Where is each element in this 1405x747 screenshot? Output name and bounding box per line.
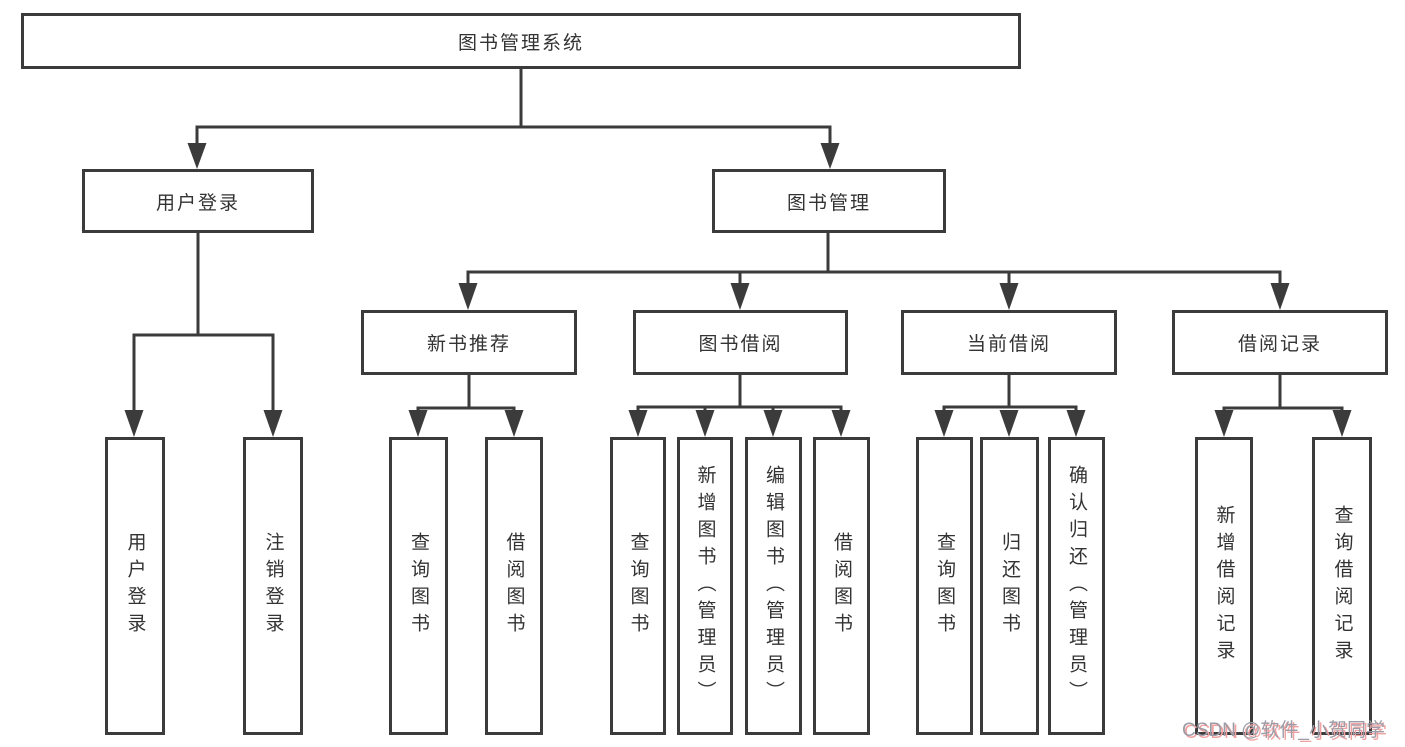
leaf-query-books-borrow: 查询图书: [610, 437, 666, 735]
leaf-edit-books-admin: 编辑图书（管理员）: [745, 437, 802, 735]
node-label: 图书管理: [786, 192, 871, 214]
leaf-return-books: 归还图书: [980, 437, 1039, 735]
node-label: 当前借阅: [966, 334, 1051, 355]
leaf-query-books-current: 查询图书: [916, 437, 973, 735]
leaf-label: 归还图书: [999, 532, 1020, 640]
leaf-label: 查询借阅记录: [1331, 505, 1353, 667]
node-library-management-system: 图书管理系统: [21, 13, 1021, 69]
leaf-query-borrowing-record: 查询借阅记录: [1312, 437, 1372, 735]
leaf-label: 查询图书: [408, 532, 429, 640]
node-label: 新书推荐: [426, 334, 511, 355]
connector-root-to-level2: [187, 69, 840, 169]
connector-newbook-to-leaves: [408, 375, 524, 437]
leaf-query-books-newbook: 查询图书: [389, 437, 448, 735]
connector-bookmgmt-to-level3: [458, 233, 1290, 310]
leaf-label: 注销登录: [262, 532, 284, 640]
connector-borrow-to-leaves: [628, 375, 851, 437]
leaf-label: 借阅图书: [831, 532, 852, 640]
leaf-label: 新增借阅记录: [1213, 505, 1235, 667]
node-book-management: 图书管理: [712, 169, 946, 233]
node-current-borrowing: 当前借阅: [901, 310, 1117, 375]
node-label: 用户登录: [155, 192, 240, 214]
leaf-label: 确认归还（管理员）: [1066, 464, 1087, 708]
node-borrowing-records: 借阅记录: [1172, 310, 1388, 375]
connector-records-to-leaves: [1214, 375, 1352, 437]
leaf-logout: 注销登录: [243, 437, 303, 735]
node-label: 借阅记录: [1237, 334, 1322, 355]
leaf-add-books-admin: 新增图书（管理员）: [677, 437, 733, 735]
leaf-confirm-return-admin: 确认归还（管理员）: [1048, 437, 1105, 735]
connector-current-to-leaves: [934, 375, 1086, 437]
leaf-label: 借阅图书: [503, 532, 525, 640]
connector-userlogin-to-leaves: [124, 233, 283, 437]
node-label: 图书管理系统: [457, 32, 584, 54]
leaf-add-borrowing-record: 新增借阅记录: [1195, 437, 1253, 735]
leaf-label: 新增图书（管理员）: [694, 464, 716, 708]
node-new-book-recommendation: 新书推荐: [361, 310, 577, 375]
leaf-user-login: 用户登录: [105, 437, 165, 735]
leaf-label: 用户登录: [124, 532, 146, 640]
node-user-login: 用户登录: [82, 169, 314, 233]
leaf-label: 编辑图书（管理员）: [763, 464, 784, 708]
node-book-borrowing: 图书借阅: [633, 310, 848, 375]
leaf-label: 查询图书: [934, 532, 955, 640]
node-label: 图书借阅: [698, 334, 783, 355]
leaf-borrow-books-borrow: 借阅图书: [813, 437, 870, 735]
leaf-borrow-books-newbook: 借阅图书: [485, 437, 543, 735]
csdn-watermark: CSDN @软件_小贺同学: [1182, 720, 1385, 741]
leaf-label: 查询图书: [627, 532, 649, 640]
